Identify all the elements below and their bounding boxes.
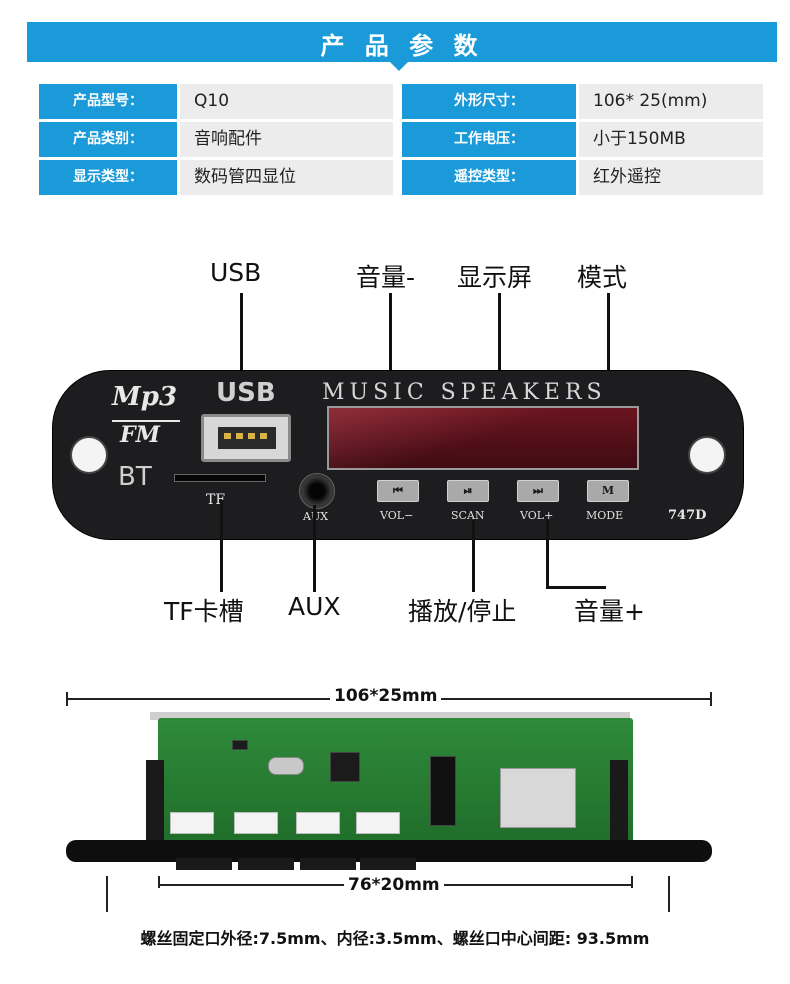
logo-mp3: Mp3: [112, 382, 178, 412]
pcb-top-edge: [150, 712, 630, 720]
spec-label: 工作电压：: [402, 122, 576, 157]
spec-value: 小于150MB: [579, 122, 763, 157]
spec-row: 显示类型： 数码管四显位 遥控类型： 红外遥控: [39, 160, 763, 195]
callout-tf-slot: TF卡槽: [164, 597, 244, 626]
spec-label: 遥控类型：: [402, 160, 576, 195]
led-display: [327, 406, 639, 470]
spec-label: 产品类别：: [39, 122, 177, 157]
screw-center-tick-right: [668, 876, 670, 912]
usb-module: [500, 768, 576, 828]
crystal-oscillator: [268, 757, 304, 775]
play-pause-button[interactable]: ⏯: [447, 480, 489, 502]
button-cap: [360, 858, 416, 870]
aux-jack-body: [430, 756, 456, 826]
lead-vol-up: [546, 520, 549, 588]
mount-bracket-left: [146, 760, 164, 840]
lead-usb: [240, 293, 243, 413]
vol-minus-print: VOL−: [380, 509, 414, 522]
next-vol-up-button[interactable]: ⏭: [517, 480, 559, 502]
mount-bracket-right: [610, 760, 628, 840]
banner-title: 产 品 参 数: [320, 32, 484, 60]
spec-value: 数码管四显位: [180, 160, 393, 195]
spec-value: Q10: [180, 84, 393, 119]
inner-dimension-tick: [631, 876, 633, 888]
spec-label: 产品型号：: [39, 84, 177, 119]
header-banner: 产 品 参 数: [27, 22, 777, 62]
button-switch: [170, 812, 214, 834]
smd-part: [232, 740, 248, 750]
scan-print: SCAN: [451, 509, 485, 522]
screw-hole-left: [70, 436, 108, 474]
callout-display: 显示屏: [457, 263, 533, 292]
display-glass: [329, 408, 637, 468]
spec-row: 产品型号： Q10 外形尺寸： 106* 25(mm): [39, 84, 763, 119]
model-print: 747D: [668, 508, 707, 523]
lead-tf: [220, 500, 223, 592]
lead-play: [472, 520, 475, 592]
spec-row: 产品类别： 音响配件 工作电压： 小于150MB: [39, 122, 763, 157]
spec-label: 显示类型：: [39, 160, 177, 195]
logo-divider: [112, 420, 180, 422]
callout-vol-up: 音量+: [574, 597, 645, 626]
usb-port: [201, 414, 291, 462]
faceplate-edge: [66, 840, 712, 862]
logo-fm: FM: [120, 422, 160, 448]
mode-print: MODE: [586, 509, 624, 522]
aux-jack: [299, 473, 335, 509]
usb-print: USB: [216, 378, 276, 408]
spec-value: 音响配件: [180, 122, 393, 157]
lead-vol-up-elbow: [546, 586, 606, 589]
overall-dimension-tick: [66, 692, 68, 706]
button-switch: [356, 812, 400, 834]
mounting-footnote: 螺丝固定口外径:7.5mm、内径:3.5mm、螺丝口中心间距: 93.5mm: [140, 929, 650, 948]
overall-dimension-tick: [710, 692, 712, 706]
tf-slot: [174, 474, 266, 482]
callout-mode: 模式: [577, 263, 628, 292]
inner-dimension-tick: [158, 876, 160, 888]
usb-pins: [224, 433, 270, 439]
prev-vol-down-button[interactable]: ⏮: [377, 480, 419, 502]
button-cap: [300, 858, 356, 870]
button-switch: [234, 812, 278, 834]
usb-port-inner: [218, 427, 276, 449]
lead-aux: [313, 505, 316, 592]
callout-vol-down: 音量-: [356, 263, 416, 292]
banner-notch: [390, 62, 408, 71]
callout-aux: AUX: [288, 592, 341, 621]
bt-label: BT: [118, 462, 152, 492]
vol-plus-print: VOL+: [520, 509, 554, 522]
callout-play-pause: 播放/停止: [408, 597, 517, 626]
music-speakers-print: MUSIC SPEAKERS: [322, 380, 607, 405]
lead-display: [498, 293, 501, 413]
button-cap: [176, 858, 232, 870]
screw-hole-right: [688, 436, 726, 474]
mode-button[interactable]: M: [587, 480, 629, 502]
overall-dimension-label: 106*25mm: [330, 686, 442, 706]
ic-chip: [330, 752, 360, 782]
inner-dimension-label: 76*20mm: [344, 875, 444, 895]
callout-usb: USB: [210, 258, 262, 287]
button-switch: [296, 812, 340, 834]
button-cap: [238, 858, 294, 870]
spec-label: 外形尺寸：: [402, 84, 576, 119]
screw-center-tick-left: [106, 876, 108, 912]
spec-value: 红外遥控: [579, 160, 763, 195]
spec-value: 106* 25(mm): [579, 84, 763, 119]
